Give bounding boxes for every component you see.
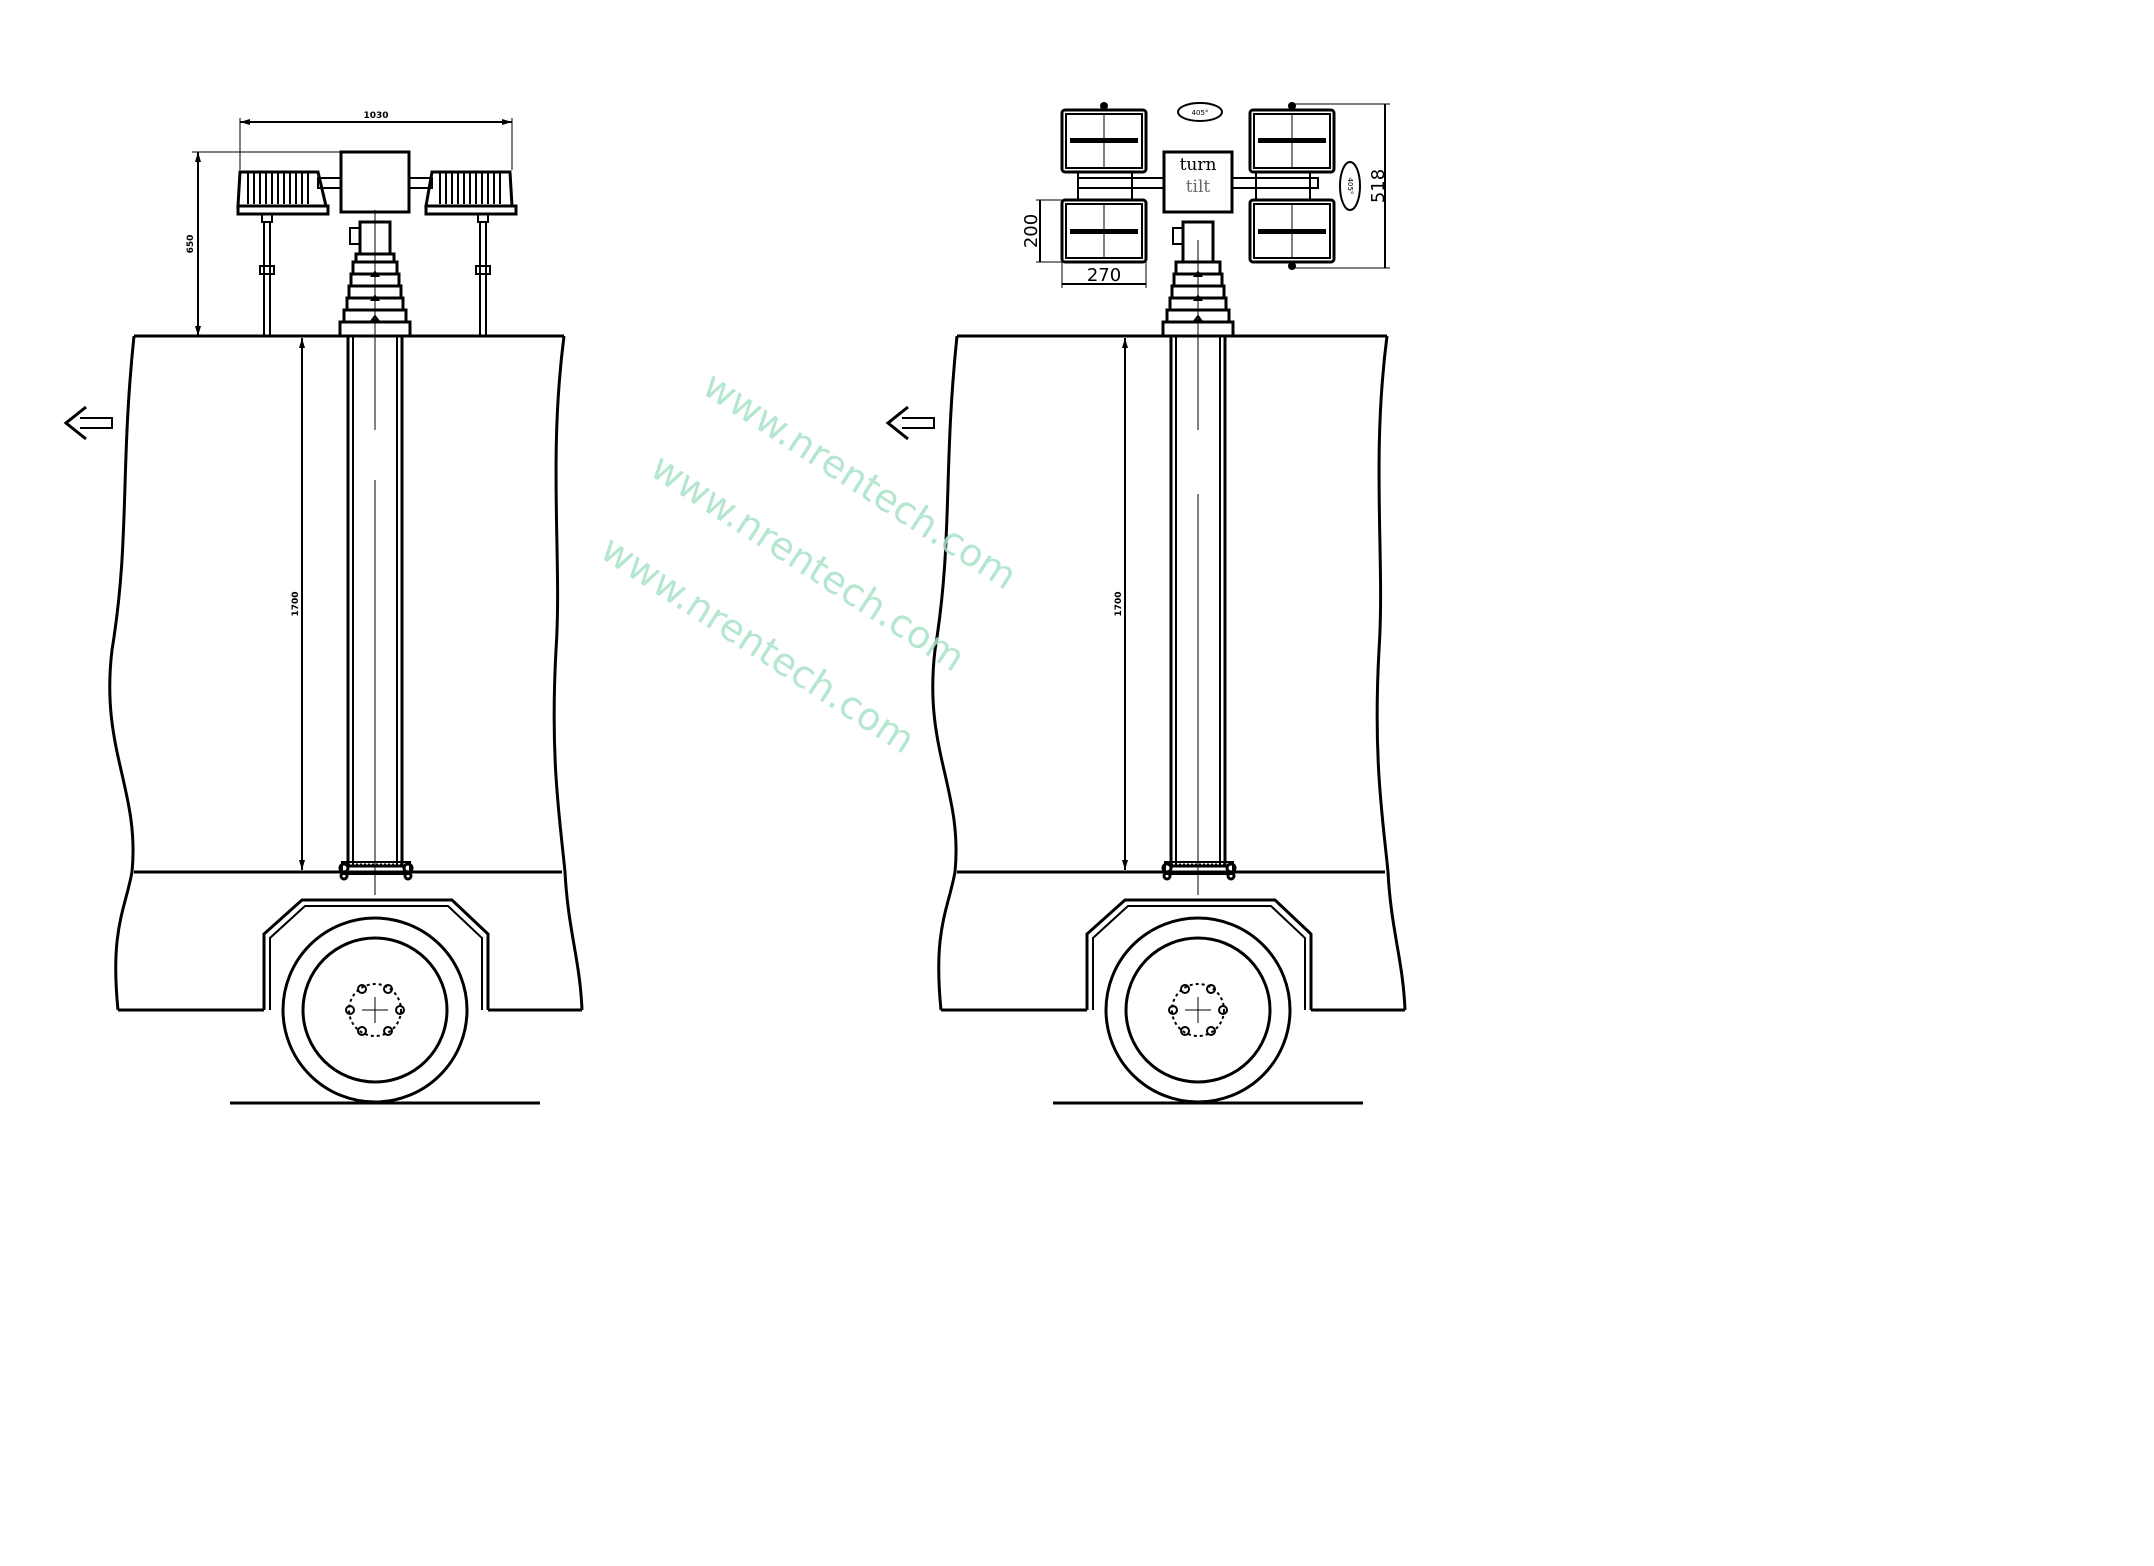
watermark-1: www.nrentech.com	[695, 363, 1025, 599]
dimension-mast-height-2: 1700	[1114, 338, 1128, 870]
wheel-2	[1104, 916, 1292, 1104]
direction-arrow-right-view-icon	[885, 405, 935, 441]
dimension-head-height: 518	[1292, 103, 1390, 269]
direction-arrow-left-icon	[63, 405, 113, 441]
dimension-panel-width: 270	[1061, 262, 1147, 288]
turn-angle-label: 405°	[1192, 109, 1209, 117]
turn-angle-indicator: 405°	[1177, 102, 1223, 122]
watermark-2: www.nrentech.com	[643, 445, 973, 681]
dimension-lamp-height-label: 650	[186, 235, 196, 254]
dimension-mast-height: 1700	[291, 338, 305, 870]
control-label-tilt: tilt	[1186, 177, 1211, 197]
mast	[338, 210, 414, 895]
dimension-width: 1030	[239, 111, 513, 170]
mast-2	[1161, 240, 1237, 895]
light-panel-top-left	[1060, 102, 1148, 174]
dimension-head-height-label: 518	[1368, 169, 1389, 203]
trailer-body-2	[931, 334, 1407, 1012]
dimension-panel-height-label: 200	[1021, 214, 1042, 248]
light-panel-bottom-right	[1248, 198, 1336, 270]
lamp-right	[424, 170, 518, 336]
dimension-panel-height: 200	[1021, 199, 1062, 263]
right-view: turn tilt 405° 405° 518 200	[885, 102, 1407, 1105]
technical-drawing: 1030 650 1700	[63, 102, 1407, 1105]
control-label-turn: turn	[1180, 155, 1217, 175]
wheel-arch-2	[1085, 898, 1313, 1010]
wheel-arch	[262, 898, 490, 1010]
wheel	[281, 916, 469, 1104]
lamp-left	[236, 170, 330, 336]
telescopic-sections	[338, 252, 412, 338]
dimension-panel-width-label: 270	[1087, 265, 1121, 286]
tilt-angle-indicator: 405°	[1339, 161, 1361, 211]
dimension-mast-height-label: 1700	[291, 591, 301, 616]
dimension-width-label: 1030	[363, 111, 388, 121]
dimension-mast-height-label-2: 1700	[1114, 591, 1124, 616]
watermark-3: www.nrentech.com	[593, 527, 923, 763]
dimension-lamp-height: 650	[186, 151, 340, 336]
pan-tilt-motor	[317, 150, 433, 256]
light-panel-top-right	[1248, 102, 1336, 174]
trailer-body	[108, 334, 584, 1012]
left-view: 1030 650 1700	[63, 111, 584, 1105]
light-crossbar	[1077, 172, 1319, 200]
tilt-angle-label: 405°	[1346, 178, 1354, 195]
light-panel-bottom-left	[1060, 198, 1148, 264]
